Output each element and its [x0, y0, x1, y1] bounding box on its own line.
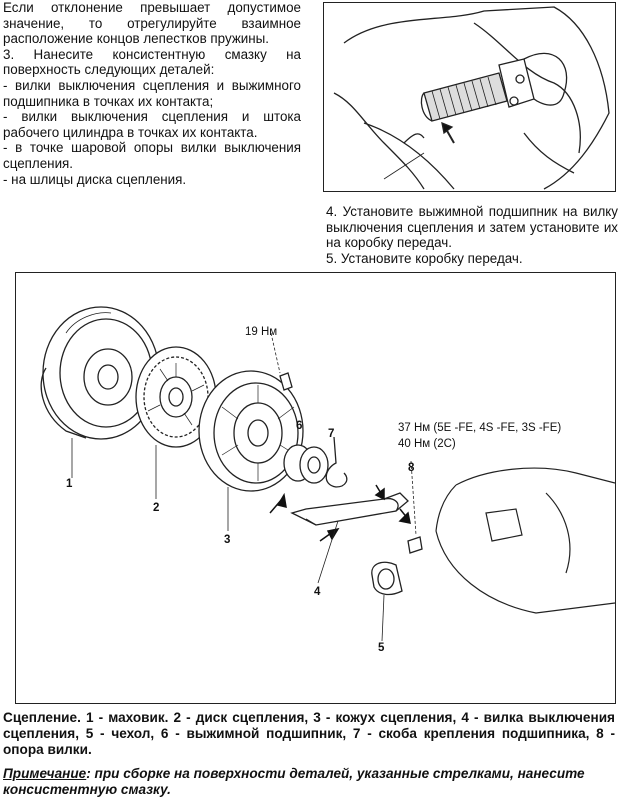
torque-label-37nm: 37 Нм (5E -FE, 4S -FE, 3S -FE): [398, 422, 561, 434]
clutch-cover-part: [198, 370, 304, 492]
list-item-ball-support: - в точке шаровой опоры вилки выключения…: [3, 140, 301, 171]
part-number-2: 2: [153, 502, 159, 514]
clutch-exploded-drawing: 19 Нм 37 Нм (5E -FE, 4S -FE, 3S -FE) 40 …: [40, 306, 615, 654]
part-number-3: 3: [224, 534, 230, 546]
release-bearing-part: [283, 444, 329, 484]
note-text: : при сборке на поверхности деталей, ука…: [3, 766, 585, 797]
part-number-5: 5: [378, 642, 385, 654]
list-item-splines: - на шлицы диска сцепления.: [3, 171, 187, 187]
instructions-right-column: 4. Установите выжимной подшипник на вилк…: [326, 204, 618, 266]
input-shaft-illustration: [323, 2, 616, 192]
input-shaft-drawing: [333, 6, 610, 190]
paragraph-deviation: Если отклонение превышает допустимое зна…: [3, 0, 301, 47]
paragraph-step-4: 4. Установите выжимной подшипник на вилк…: [326, 204, 618, 251]
bearing-clip-part: [325, 436, 348, 488]
list-item-fork-rod: - вилки выключения сцепления и штока раб…: [3, 109, 301, 140]
clutch-exploded-diagram: 19 Нм 37 Нм (5E -FE, 4S -FE, 3S -FE) 40 …: [15, 272, 616, 704]
cover-bolt-part: [270, 332, 293, 391]
fork-boot-part: [371, 561, 403, 596]
transmission-housing-part: [435, 467, 615, 614]
list-item-fork-bearing: - вилки выключения сцепления и выжимного…: [3, 77, 301, 109]
torque-label-40nm: 40 Нм (2C): [398, 438, 456, 450]
release-fork-part: [290, 492, 409, 526]
part-number-4: 4: [314, 586, 321, 598]
part-number-7: 7: [328, 428, 334, 440]
figure-caption: Сцепление. 1 - маховик. 2 - диск сцеплен…: [3, 710, 615, 757]
fork-pivot-part: [407, 460, 423, 554]
paragraph-step-5: 5. Установите коробку передач.: [326, 250, 523, 266]
note-block: Примечание: при сборке на поверхности де…: [3, 766, 615, 798]
note-label: Примечание: [3, 766, 87, 781]
part-number-8: 8: [408, 462, 415, 474]
part-number-1: 1: [66, 478, 73, 490]
instructions-left-column: Если отклонение превышает допустимое зна…: [3, 0, 301, 187]
grease-arrows: [269, 484, 411, 542]
torque-label-19nm: 19 Нм: [245, 326, 277, 338]
paragraph-step-3: 3. Нанесите консистентную смазку на пове…: [3, 46, 301, 78]
part-number-6: 6: [296, 420, 302, 432]
